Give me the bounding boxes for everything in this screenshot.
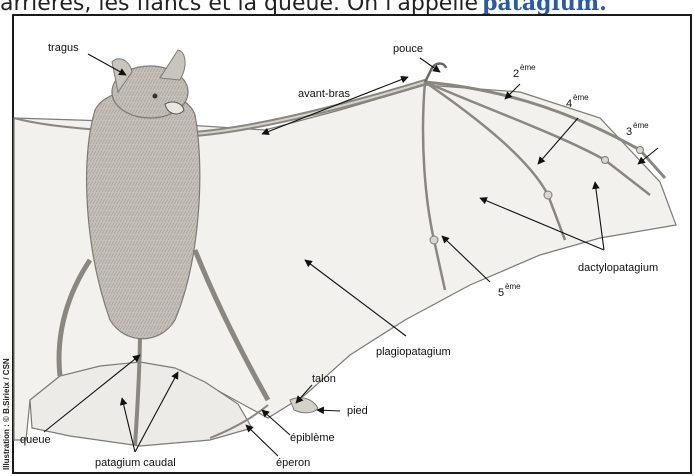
arrow-pied — [317, 410, 340, 411]
image-credit: Illustration : © B.Sirieix / CSN — [2, 358, 11, 470]
label-3eme-suffix: ème — [633, 121, 649, 130]
label-patagium-caudal: patagium caudal — [95, 457, 176, 469]
finger-4-joint — [544, 191, 552, 199]
label-2eme-number: 2 — [513, 68, 519, 80]
label-eperon: éperon — [276, 457, 310, 469]
label-5eme-number: 5 — [498, 287, 504, 299]
finger-5-joint — [430, 236, 438, 244]
label-2eme-suffix: ème — [520, 63, 536, 72]
label-pied: pied — [347, 405, 368, 417]
label-plagiopatagium: plagiopatagium — [376, 346, 451, 358]
finger-2-joint — [637, 147, 644, 154]
arrow-eperon — [246, 425, 278, 456]
label-avant-bras: avant-bras — [298, 88, 350, 100]
label-3eme-number: 3 — [626, 126, 632, 138]
finger-3-joint — [602, 157, 609, 164]
label-talon: talon — [312, 373, 336, 385]
label-tragus: tragus — [48, 42, 79, 54]
arrow-epibleme — [262, 410, 290, 435]
label-epibleme: épiblème — [290, 432, 335, 444]
label-queue: queue — [20, 434, 51, 446]
label-4eme-number: 4 — [566, 98, 572, 110]
label-pouce: pouce — [393, 43, 423, 55]
bat-foot — [290, 398, 318, 413]
label-5eme-suffix: ème — [505, 282, 521, 291]
thumb-claw — [425, 64, 446, 83]
bat-eye — [153, 94, 158, 99]
bat-ear-right — [160, 50, 185, 80]
label-dactylopatagium: dactylopatagium — [578, 262, 658, 274]
label-4eme-suffix: ème — [573, 93, 589, 102]
